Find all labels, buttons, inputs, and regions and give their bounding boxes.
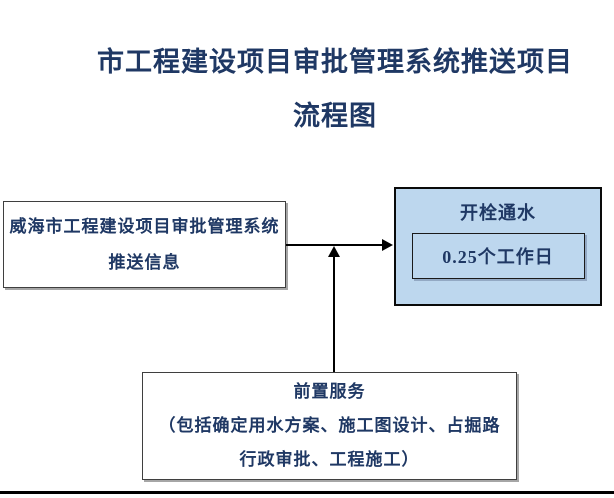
arrow-right-icon <box>382 239 393 251</box>
connector-horizontal-line <box>286 244 383 246</box>
title-line-1: 市工程建设项目审批管理系统推送项目 <box>97 47 573 77</box>
push-info-line-2: 推送信息 <box>108 252 181 272</box>
title-line-2: 流程图 <box>293 101 377 131</box>
flow-node-push-info: 威海市工程建设项目审批管理系统 推送信息 <box>3 201 286 288</box>
water-opening-title: 开栓通水 <box>460 203 536 223</box>
arrow-up-icon <box>328 246 340 257</box>
duration-text: 0.25个工作日 <box>442 247 554 267</box>
duration-box: 0.25个工作日 <box>411 233 585 279</box>
pre-service-line-3: 行政审批、工程施工） <box>239 450 420 469</box>
diagram-title: 市工程建设项目审批管理系统推送项目 流程图 <box>28 46 614 132</box>
pre-service-line-2: （包括确定用水方案、施工图设计、占掘路 <box>158 416 501 435</box>
flow-node-water-opening: 开栓通水 0.25个工作日 <box>394 187 602 306</box>
page-footer-rule <box>0 491 614 494</box>
pre-service-line-1: 前置服务 <box>293 382 366 401</box>
flow-node-pre-service: 前置服务 （包括确定用水方案、施工图设计、占掘路 行政审批、工程施工） <box>142 372 517 480</box>
connector-vertical-line <box>333 250 335 372</box>
push-info-line-1: 威海市工程建设项目审批管理系统 <box>9 216 280 236</box>
